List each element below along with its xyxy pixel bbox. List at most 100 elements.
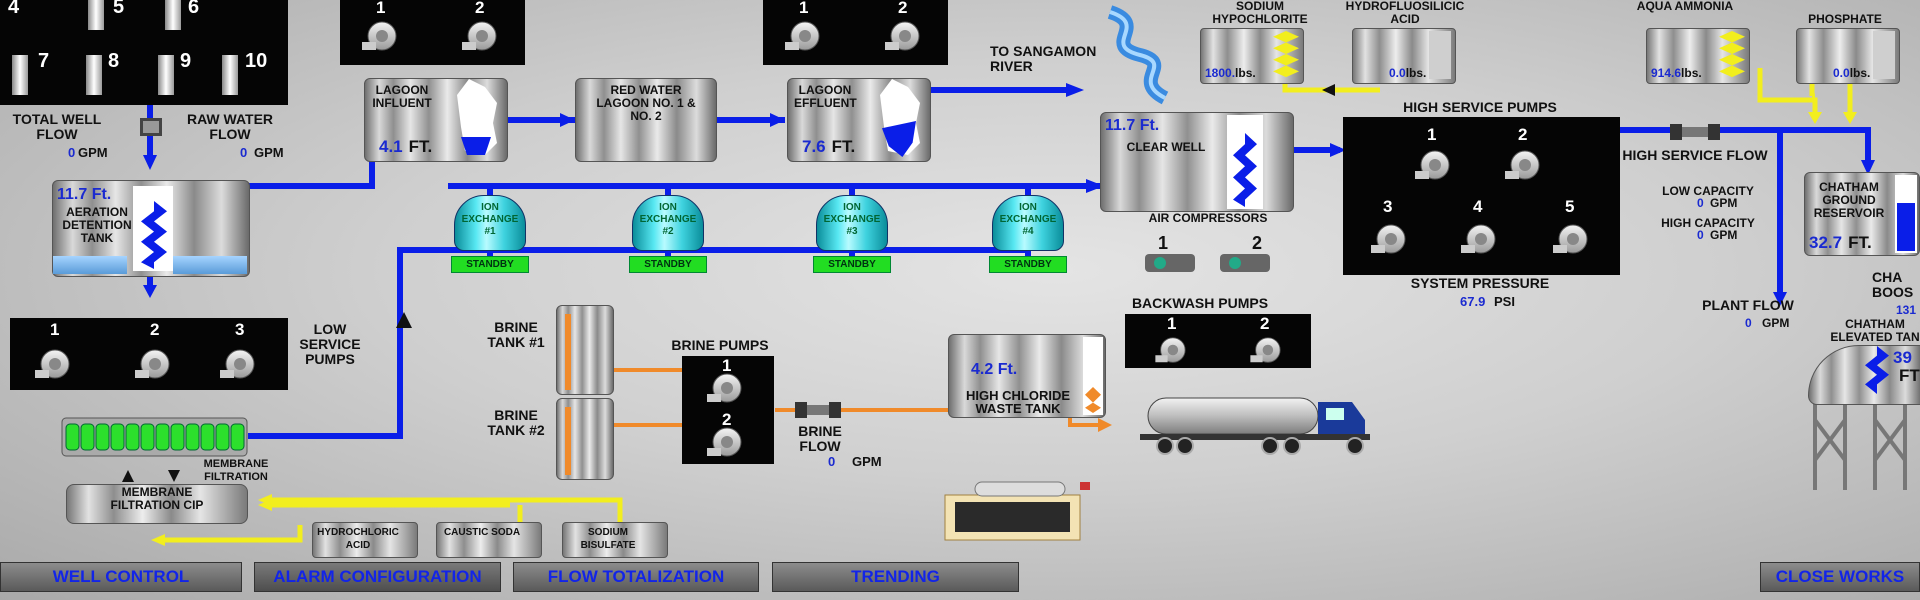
- high-chloride-waste-tank[interactable]: 4.2 Ft. HIGH CHLORIDE WASTE TANK: [948, 334, 1106, 418]
- air-compressor-1-number: 1: [1158, 233, 1169, 253]
- ion-exchange-3-status[interactable]: STANDBY: [813, 256, 891, 273]
- high-chloride-tank-level: 4.2 Ft.: [971, 361, 1018, 378]
- well-pump-icon[interactable]: [222, 55, 238, 95]
- brine-tank-1-level: [565, 314, 571, 390]
- ion-exchange-2[interactable]: ION EXCHANGE #2: [632, 195, 704, 251]
- high-service-pump-1-icon[interactable]: [1415, 149, 1453, 181]
- low-service-pump-3-icon[interactable]: [220, 348, 258, 380]
- high-capacity-unit: GPM: [1710, 228, 1738, 242]
- low-service-pump-2-icon[interactable]: [135, 348, 173, 380]
- backwash-pumps-label: BACKWASH PUMPS: [1131, 295, 1269, 311]
- lagoon-influent-level-unit: FT.: [408, 137, 433, 156]
- backwash-pump-2-icon[interactable]: [1250, 336, 1284, 364]
- well-number: 5: [113, 0, 125, 18]
- elevated-tank-level-value: 39: [1893, 348, 1912, 367]
- pump-number: 3: [1383, 197, 1393, 216]
- nav-trending-button[interactable]: TRENDING: [772, 562, 1019, 592]
- phosphate-level-bar: [1873, 31, 1895, 79]
- brine-pump-1-icon[interactable]: [707, 372, 745, 404]
- red-water-lagoon-tank[interactable]: RED WATER LAGOON NO. 1 & NO. 2: [575, 78, 717, 162]
- well-pump-icon[interactable]: [158, 55, 174, 95]
- well-pump-icon[interactable]: [86, 55, 102, 95]
- well-number: 6: [188, 0, 200, 18]
- lagoon-influent-pump-1-icon[interactable]: [362, 20, 400, 52]
- ion-exchange-1-status[interactable]: STANDBY: [451, 256, 529, 273]
- clear-well-label: CLEAR WELL: [1126, 140, 1206, 154]
- lagoon-effluent-level-unit: FT.: [831, 137, 856, 156]
- caustic-soda-tank[interactable]: CAUSTIC SODA: [436, 522, 542, 558]
- phosphate-tank[interactable]: 0.0lbs.: [1796, 28, 1900, 84]
- lagoon-effluent-pump-2-icon[interactable]: [885, 20, 923, 52]
- aeration-tank-water: [173, 256, 247, 274]
- brine-tank-1[interactable]: [556, 305, 614, 395]
- ion-exchange-3[interactable]: ION EXCHANGE #3: [816, 195, 888, 251]
- low-service-pumps-label: LOW SERVICE PUMPS: [299, 321, 361, 367]
- air-compressor-2[interactable]: [1220, 254, 1270, 272]
- well-pump-icon[interactable]: [88, 0, 104, 30]
- nav-well-control-button[interactable]: WELL CONTROL: [0, 562, 242, 592]
- aqua-ammonia-tank[interactable]: 914.6lbs.: [1646, 28, 1750, 84]
- hydrochloric-acid-label: HYDROCHLORIC ACID: [317, 527, 399, 551]
- pump-number: 1: [722, 356, 732, 375]
- high-service-pump-4-icon[interactable]: [1461, 223, 1499, 255]
- high-service-pump-2-icon[interactable]: [1505, 149, 1543, 181]
- elevated-tank-level-bar: [1865, 346, 1889, 394]
- total-well-flow-unit: GPM: [78, 145, 108, 160]
- air-compressor-1[interactable]: [1145, 254, 1195, 272]
- phosphate-value: 0.0lbs.: [1833, 66, 1870, 80]
- phosphate-amount: 0.0: [1833, 66, 1850, 80]
- plant-flow-label: PLANT FLOW: [1702, 297, 1794, 313]
- high-service-pump-3-icon[interactable]: [1371, 223, 1409, 255]
- brine-tank-2-label: BRINE TANK #2: [487, 407, 545, 438]
- ion-exchange-1-label: ION EXCHANGE #1: [461, 202, 519, 237]
- air-compressor-2-number: 2: [1252, 233, 1263, 253]
- brine-tank-2[interactable]: [556, 398, 614, 480]
- low-service-pumps-panel: 1 2 3: [10, 318, 288, 390]
- sodium-hypochlorite-label: SODIUM HYPOCHLORITE: [1212, 0, 1308, 26]
- high-service-pump-5-icon[interactable]: [1553, 223, 1591, 255]
- sodium-hypochlorite-tank[interactable]: 1800.lbs.: [1200, 28, 1304, 84]
- pump-number: 2: [722, 410, 732, 429]
- nav-alarm-configuration-button[interactable]: ALARM CONFIGURATION: [254, 562, 501, 592]
- lagoon-influent-pump-2-icon[interactable]: [462, 20, 500, 52]
- ion-exchange-4[interactable]: ION EXCHANGE #4: [992, 195, 1064, 251]
- backwash-pump-1-icon[interactable]: [1155, 336, 1189, 364]
- hydrochloric-acid-tank[interactable]: HYDROCHLORIC ACID: [312, 522, 418, 558]
- hydrofluosilicic-acid-tank[interactable]: 0.0lbs.: [1352, 28, 1456, 84]
- hydrofluosilicic-acid-value: 0.0lbs.: [1389, 66, 1426, 80]
- brine-pumps-panel: 1 2: [682, 356, 774, 464]
- brine-pump-2-icon[interactable]: [707, 426, 745, 458]
- hydrofluosilicic-acid-level-bar: [1429, 31, 1451, 79]
- brine-pumps-label: BRINE PUMPS: [671, 337, 769, 353]
- caustic-soda-label: CAUSTIC SODA: [443, 527, 521, 538]
- phosphate-label: PHOSPHATE: [1808, 12, 1882, 26]
- aeration-detention-tank[interactable]: 11.7 Ft. AERATION DETENTION TANK: [52, 180, 250, 277]
- clear-well-tank[interactable]: 11.7 Ft. CLEAR WELL: [1100, 112, 1294, 212]
- ion-exchange-1[interactable]: ION EXCHANGE #1: [454, 195, 526, 251]
- sodium-bisulfate-tank[interactable]: SODIUM BISULFATE: [562, 522, 668, 558]
- raw-water-flow-label: RAW WATER FLOW: [186, 111, 274, 142]
- well-pump-icon[interactable]: [12, 55, 28, 95]
- wells-panel: 4 5 6 7 8 9 10: [0, 0, 288, 105]
- nav-close-works-button[interactable]: CLOSE WORKS: [1760, 562, 1920, 592]
- lagoon-effluent-pump-1-icon[interactable]: [785, 20, 823, 52]
- chatham-elevated-tank[interactable]: 39 FT: [1808, 345, 1920, 405]
- ion-exchange-4-status[interactable]: STANDBY: [989, 256, 1067, 273]
- low-service-pump-1-icon[interactable]: [35, 348, 73, 380]
- well-pump-icon[interactable]: [165, 0, 181, 30]
- brine-flow-value: 0: [828, 454, 836, 469]
- ion-exchange-2-status[interactable]: STANDBY: [629, 256, 707, 273]
- brine-tank-2-level: [565, 407, 571, 475]
- membrane-filtration-cip-tank[interactable]: MEMBRANE FILTRATION CIP: [66, 484, 248, 524]
- nav-flow-totalization-button[interactable]: FLOW TOTALIZATION: [513, 562, 759, 592]
- pump-number: 1: [799, 0, 809, 17]
- lagoon-influent-pumps-panel: 1 2: [340, 0, 525, 65]
- ion-exchange-3-label: ION EXCHANGE #3: [823, 202, 881, 237]
- plant-flow-unit: GPM: [1762, 316, 1790, 330]
- raw-water-flow-unit: GPM: [254, 145, 284, 160]
